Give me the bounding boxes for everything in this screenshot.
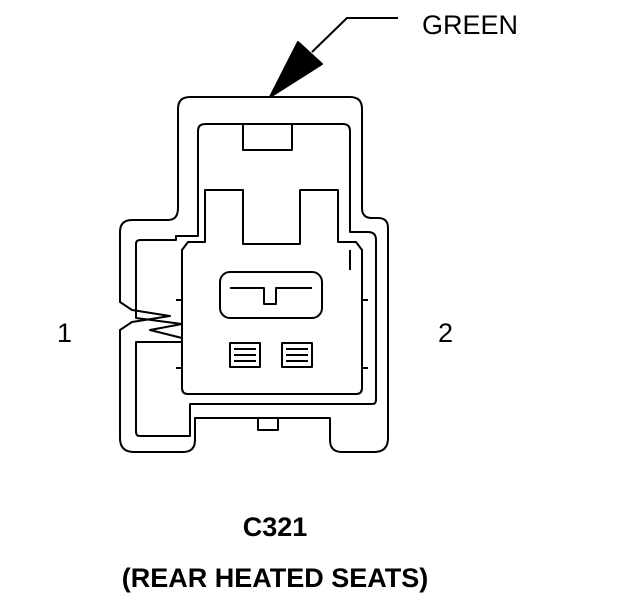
wire-color-label: GREEN [422,10,519,40]
connector-description: (REAR HEATED SEATS) [121,563,429,593]
connector-inner-body [181,189,363,395]
connector-latch [242,123,293,151]
callout-leader-line [311,17,398,53]
connector-housing-inner [135,123,377,437]
pin-label-2: 2 [438,318,454,348]
callout-arrowhead [269,41,323,98]
keying-slot [219,271,323,319]
pin-label-1: 1 [57,318,73,348]
bottom-tab [257,417,279,431]
connector-housing-outer [119,96,389,453]
connector-id: C321 [242,512,308,542]
terminal-pin-1 [229,342,261,368]
terminal-pin-2 [281,342,313,368]
